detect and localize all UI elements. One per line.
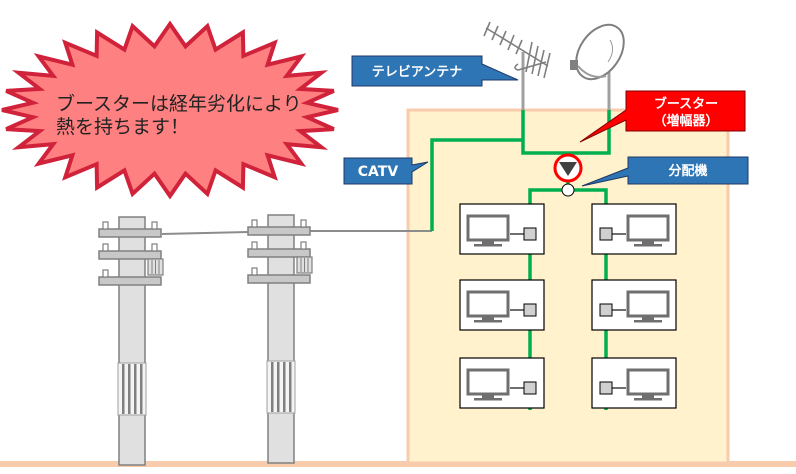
tv-icon: [626, 290, 670, 323]
tv-room-left-3: [459, 357, 545, 409]
insulator: [151, 221, 158, 230]
insulator: [251, 241, 258, 250]
burst-shape: [1, 20, 339, 200]
utility-pole-right: [247, 214, 313, 464]
satellite-dish-icon: [570, 23, 625, 81]
tv-icon: [466, 214, 510, 247]
wall-outlet-icon: [599, 303, 613, 317]
catv-callout: CATV: [343, 157, 429, 185]
tv-antenna-label: テレビアンテナ: [372, 64, 462, 80]
tv-antenna-icon: [483, 21, 551, 79]
tv-room-right-3: [591, 357, 677, 409]
wall-outlet-icon: [523, 381, 537, 395]
booster-label-2: （増幅器）: [653, 113, 718, 129]
tv-room-left-2: [459, 279, 545, 331]
wall-outlet-icon: [599, 227, 613, 241]
insulator: [151, 243, 158, 252]
tv-antenna-callout: テレビアンテナ: [351, 55, 519, 87]
right-trunk: [568, 188, 608, 410]
left-trunk: [528, 188, 568, 410]
overhead-cable: [161, 231, 249, 235]
tv-room-right-1: [591, 203, 677, 255]
wall-outlet-icon: [599, 381, 613, 395]
crossarm: [98, 276, 162, 286]
warning-burst: ブースターは経年劣化により 熱を持ちます！: [1, 20, 339, 200]
catv-label: CATV: [358, 164, 399, 180]
cable-network: [430, 110, 611, 410]
insulator: [102, 221, 109, 230]
ground: [0, 461, 796, 467]
burst-line-2: 熱を持ちます！: [56, 116, 189, 138]
splitter-icon: [561, 183, 575, 197]
booster-icon: [553, 153, 583, 183]
booster-callout: ブースター （増幅器）: [579, 90, 746, 143]
tv-room-left-1: [459, 203, 545, 255]
crossarm: [98, 228, 162, 238]
insulator: [300, 241, 307, 250]
tv-room-right-2: [591, 279, 677, 331]
insulator: [102, 269, 109, 278]
crossarm: [247, 274, 311, 284]
burst-line-1: ブースターは経年劣化により: [56, 92, 302, 115]
splitter-label: 分配機: [668, 163, 707, 179]
crossarm: [247, 226, 311, 236]
tv-icon: [626, 368, 670, 401]
tv-icon: [466, 368, 510, 401]
wall-outlet-icon: [523, 303, 537, 317]
wall-outlet-icon: [523, 227, 537, 241]
crossarm: [247, 248, 311, 258]
tv-icon: [626, 214, 670, 247]
insulator: [251, 267, 258, 276]
catv-line: [430, 138, 523, 231]
tv-icon: [466, 290, 510, 323]
insulator: [102, 243, 109, 252]
insulator: [300, 219, 307, 228]
splitter-callout: 分配機: [581, 156, 749, 187]
utility-pole-left: [98, 216, 164, 466]
antenna-feed: [521, 110, 611, 155]
booster-label-1: ブースター: [654, 96, 718, 112]
crossarm: [98, 250, 162, 260]
insulator: [251, 219, 258, 228]
tv-rooms: [459, 203, 677, 409]
